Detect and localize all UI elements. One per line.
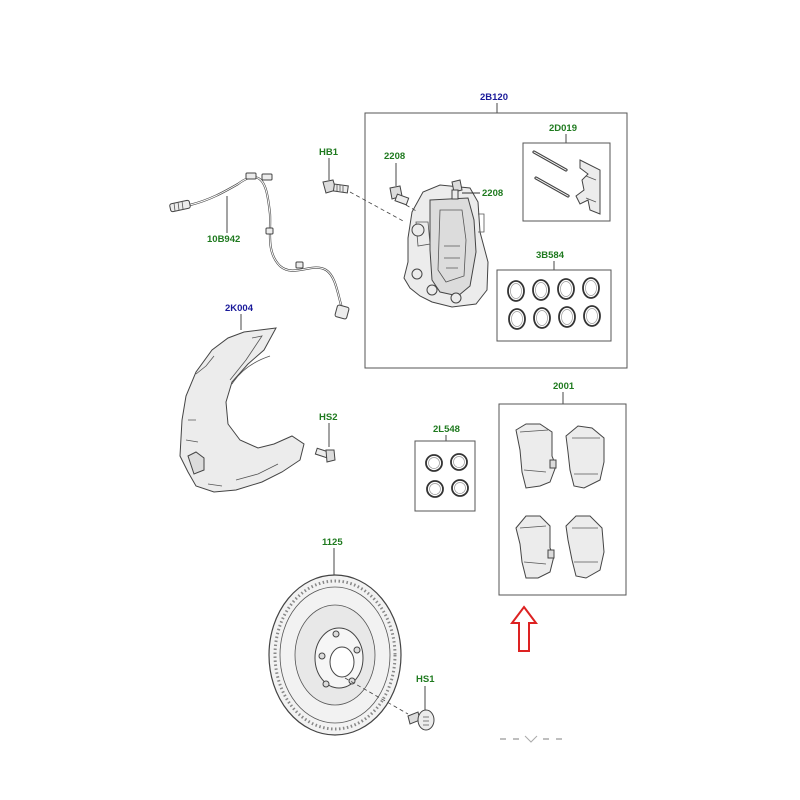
label-seal-kit-small[interactable]: 2L548 <box>433 424 460 435</box>
up-arrow-icon <box>510 605 538 652</box>
seal-kit-large[interactable]: 3B584 <box>496 250 612 342</box>
label-bolt-caliper-left[interactable]: 2208 <box>384 151 405 162</box>
caliper-assembly-box <box>364 112 628 369</box>
shield-screw[interactable]: HS2 <box>314 412 337 463</box>
label-wear-sensor[interactable]: 10B942 <box>207 234 240 245</box>
caliper-assembly-group: 2B120 2208 2208 <box>364 92 628 369</box>
pin-kit-box <box>522 142 611 222</box>
seal-kit-small[interactable]: 2L548 <box>414 424 476 512</box>
label-splash-shield[interactable]: 2K004 <box>225 303 254 314</box>
seal-kit-small-box <box>414 440 476 512</box>
label-bolt-caliper-right[interactable]: 2208 <box>482 188 503 199</box>
label-hub-bolt-1[interactable]: HB1 <box>319 147 339 158</box>
caliper-bolt-left[interactable]: 2208 <box>384 151 419 213</box>
label-pin-kit[interactable]: 2D019 <box>549 123 577 134</box>
label-brake-pads[interactable]: 2001 <box>553 381 575 392</box>
wear-sensor[interactable]: 10B942 <box>169 172 350 320</box>
pin-kit[interactable]: 2D019 <box>522 123 611 222</box>
label-caliper-assembly[interactable]: 2B120 <box>480 92 508 103</box>
brake-disc[interactable]: 1125 <box>268 537 409 736</box>
watermark <box>500 735 562 743</box>
label-seal-kit-large[interactable]: 3B584 <box>536 250 565 261</box>
brake-caliper[interactable] <box>403 184 489 308</box>
label-brake-disc[interactable]: 1125 <box>322 537 343 548</box>
seal-kit-large-box <box>496 269 612 342</box>
caliper-bolt-right[interactable]: 2208 <box>451 179 503 200</box>
splash-shield[interactable]: 2K004 <box>179 303 305 493</box>
brake-pads-box <box>498 403 627 596</box>
brake-pads[interactable]: 2001 <box>498 381 627 596</box>
label-disc-screw[interactable]: HS1 <box>416 674 435 685</box>
disc-screw[interactable]: HS1 <box>407 674 435 731</box>
label-shield-screw[interactable]: HS2 <box>319 412 337 423</box>
hub-bolt[interactable]: HB1 <box>319 147 406 223</box>
